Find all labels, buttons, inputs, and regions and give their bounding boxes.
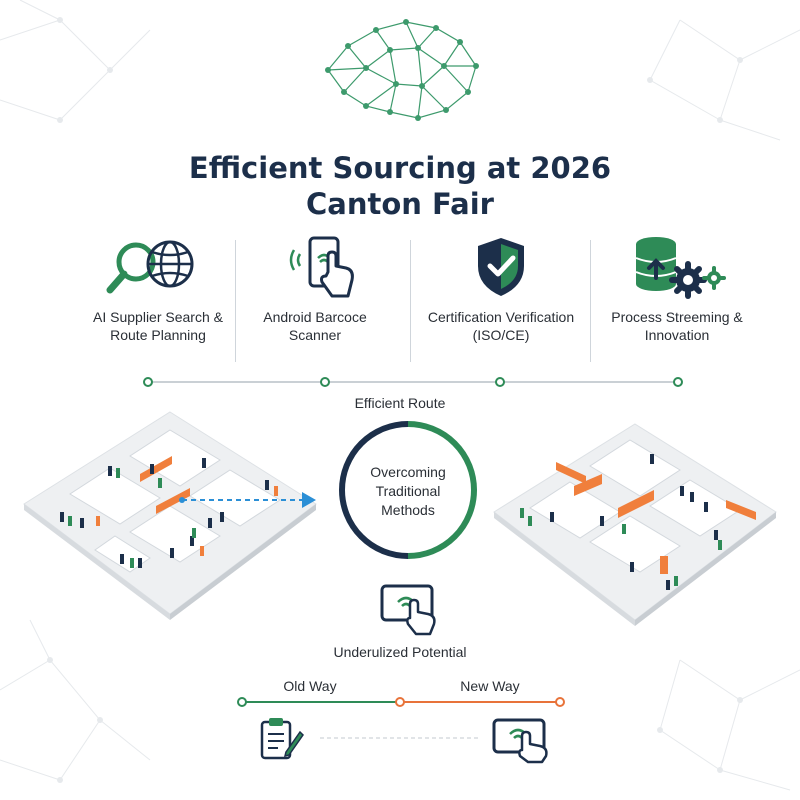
tablet-touch-icon: [380, 584, 436, 636]
center-circle-text: Overcoming Traditional Methods: [370, 464, 446, 518]
page-title-line1: Efficient Sourcing at 2026: [188, 151, 612, 185]
magnifier-globe-icon: [106, 240, 194, 294]
dashed-connector: [320, 737, 480, 739]
feature-label-supplier-search: AI Supplier Search & Route Planning: [93, 309, 223, 343]
column-divider: [235, 240, 236, 362]
center-ring: [339, 421, 477, 559]
feature-timeline: [143, 377, 683, 387]
right-isometric-floor-map: [493, 423, 777, 626]
column-divider: [590, 240, 591, 362]
old-way-label: Old Way: [283, 678, 337, 694]
column-divider: [410, 240, 411, 362]
feature-label-barcode-scanner: Android Barcoce Scanner: [263, 309, 367, 343]
tablet-touch-icon-small: [492, 718, 548, 764]
page-title-line2: Canton Fair: [306, 187, 494, 221]
feature-label-certification: Certification Verification (ISO/CE): [427, 309, 575, 343]
left-isometric-floor-map: [23, 411, 317, 620]
page-title: Efficient Sourcing at 2026 Canton Fair: [0, 150, 800, 222]
clipboard-pen-icon: [260, 718, 304, 760]
database-gears-icon: [635, 237, 726, 299]
underutilized-potential-label: Underulized Potential: [333, 644, 467, 660]
feature-label-process: Process Streeming & Innovation: [611, 309, 743, 343]
brain-network-icon: [325, 19, 479, 121]
new-way-label: New Way: [460, 678, 520, 694]
efficient-route-label: Efficient Route: [354, 395, 446, 411]
shield-check-icon: [478, 238, 524, 296]
old-new-timeline: [237, 697, 565, 707]
phone-scan-icon: [289, 236, 354, 298]
